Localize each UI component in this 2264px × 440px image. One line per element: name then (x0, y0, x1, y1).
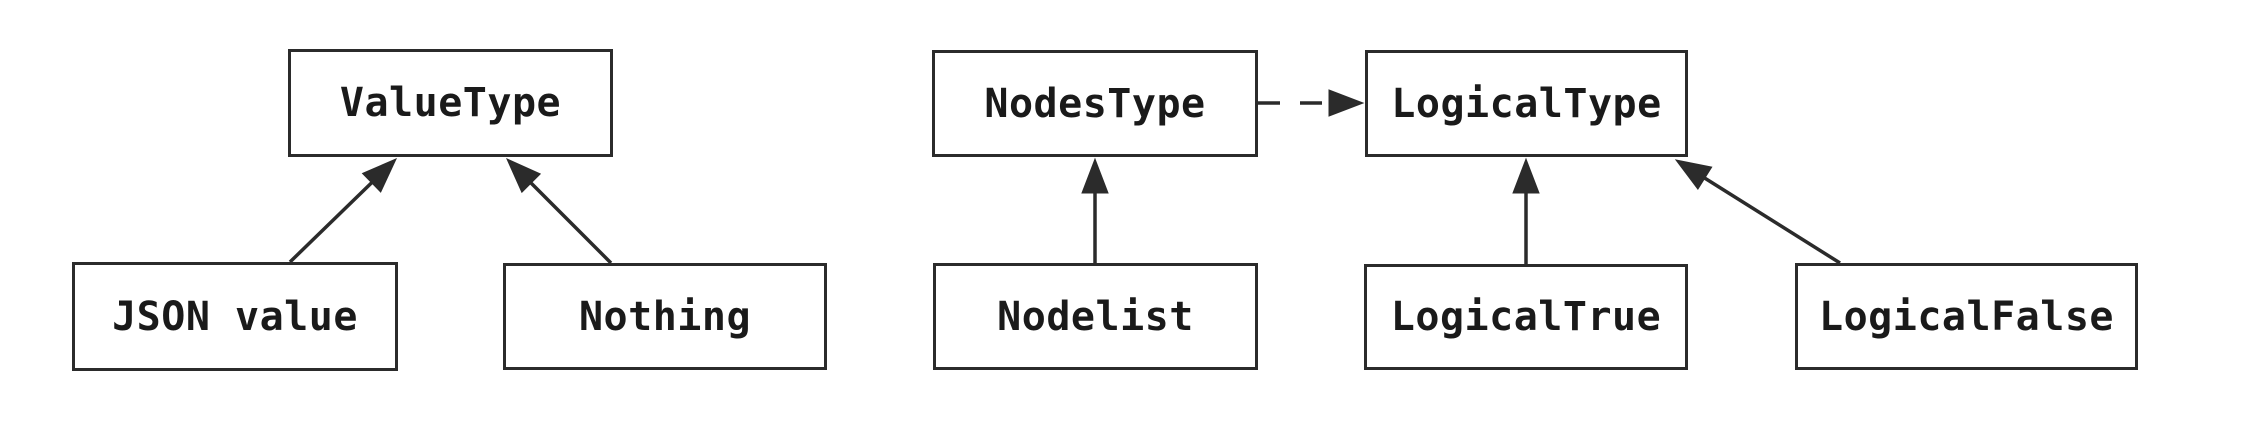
class-node-label: LogicalType (1391, 80, 1662, 127)
edge-arrowhead-icon (506, 158, 542, 194)
edge-arrowhead-icon (1081, 157, 1109, 194)
class-node-label: Nothing (578, 293, 752, 340)
class-node-nodelist[interactable]: Nodelist (933, 263, 1258, 370)
edge-arrowhead-icon (361, 158, 398, 193)
edge-line (529, 181, 613, 265)
class-node-nodes-type[interactable]: NodesType (932, 50, 1258, 157)
class-node-label: Nodelist (997, 293, 1194, 340)
class-node-label: JSON value (112, 293, 358, 340)
class-node-label: LogicalFalse (1819, 293, 2114, 340)
class-node-logical-true[interactable]: LogicalTrue (1364, 264, 1688, 370)
edge-line (288, 181, 373, 264)
class-node-json-value[interactable]: JSON value (72, 262, 398, 371)
class-node-logical-false[interactable]: LogicalFalse (1795, 263, 2138, 370)
class-node-label: NodesType (984, 80, 1206, 127)
class-node-value-type[interactable]: ValueType (288, 49, 613, 157)
edge-arrowhead-icon (1512, 157, 1540, 194)
class-node-logical-type[interactable]: LogicalType (1365, 50, 1688, 157)
class-node-label: LogicalTrue (1390, 294, 1662, 340)
class-node-label: ValueType (339, 80, 562, 126)
edge-arrowhead-icon (1328, 89, 1365, 117)
class-node-nothing[interactable]: Nothing (503, 263, 827, 370)
edge-line (1703, 176, 1841, 265)
edge-arrowhead-icon (1674, 159, 1713, 190)
